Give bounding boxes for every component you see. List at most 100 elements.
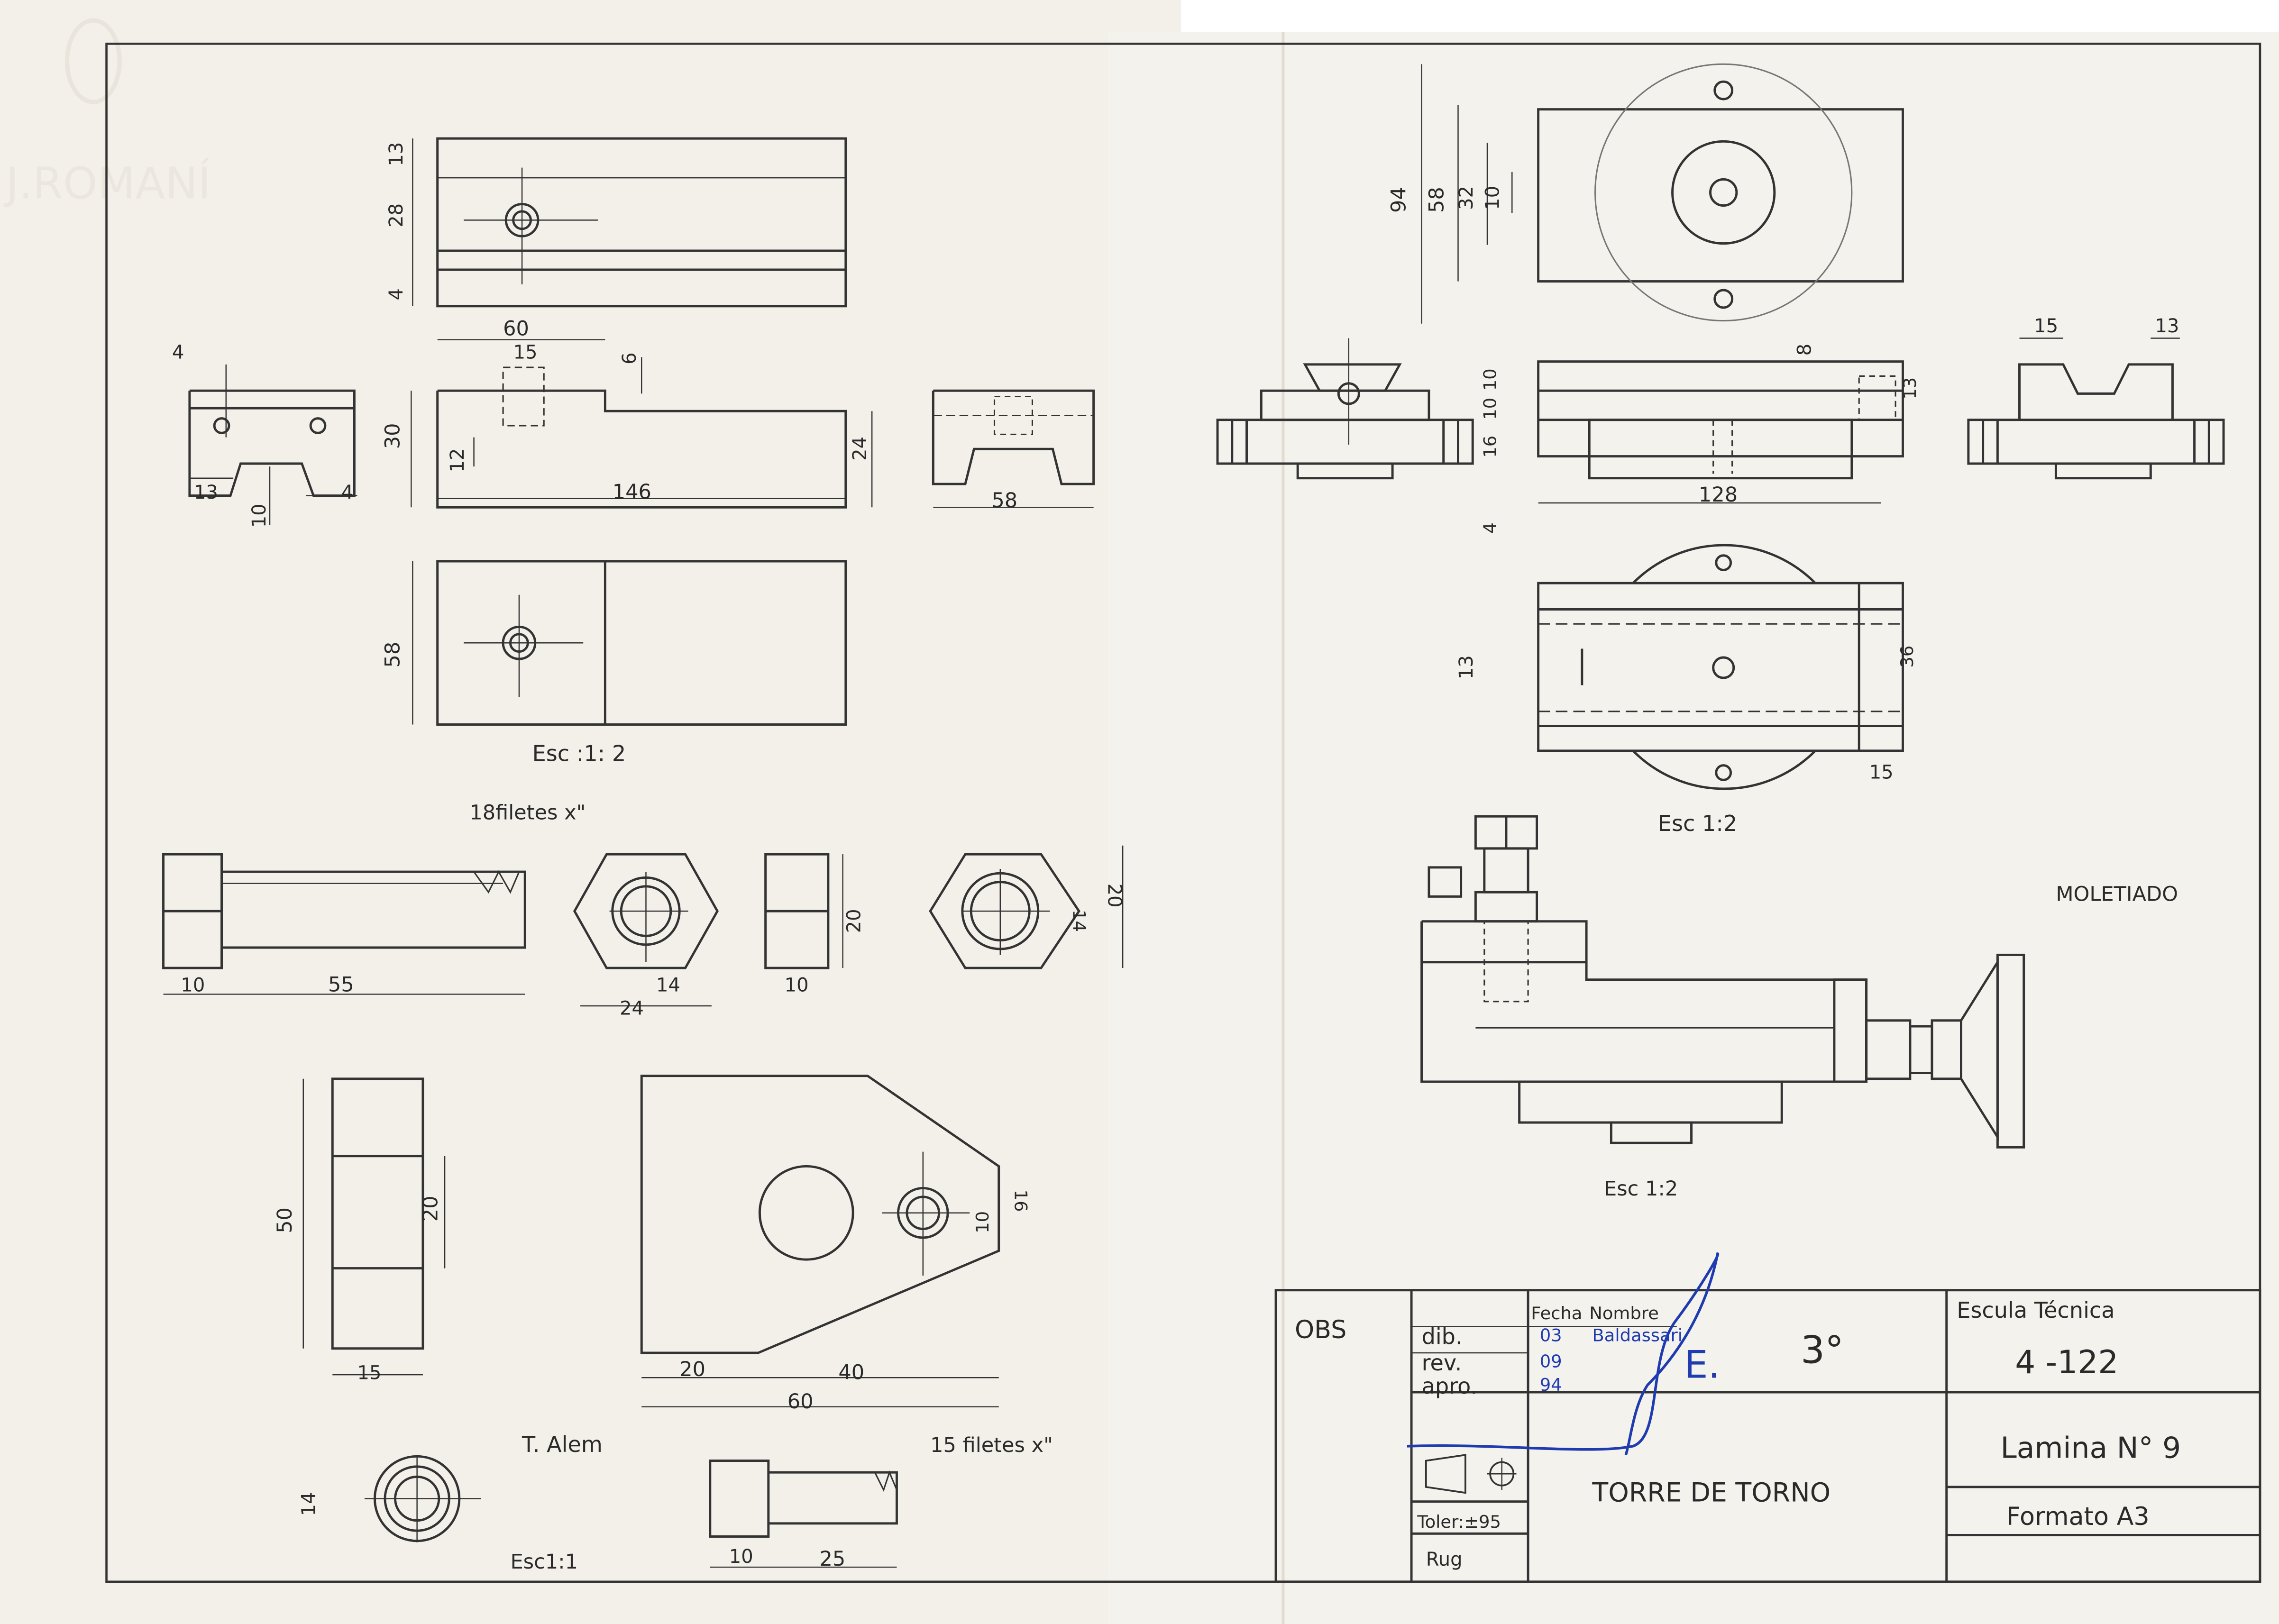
block-front-view	[411, 339, 873, 509]
dim-front-15: 15	[513, 342, 538, 364]
dim-top-28: 28	[385, 203, 407, 228]
dim-hex-24: 24	[620, 997, 644, 1019]
dim-nut-10: 10	[785, 974, 809, 996]
dim-turret-h10a: 10	[1480, 368, 1500, 391]
dim-hex-14: 14	[656, 974, 680, 996]
col-nombre: Nombre	[1589, 1303, 1659, 1323]
dim-turret-v13: 13	[2155, 315, 2179, 337]
dim-nut2-14: 14	[1069, 910, 1089, 932]
block-side-view	[188, 364, 357, 525]
dim-bolt-10: 10	[181, 974, 205, 996]
nut-side-view	[764, 853, 843, 969]
dim-turret-p13: 13	[1455, 655, 1477, 679]
sheet-number: Lamina N° 9	[2001, 1431, 2181, 1465]
turret-right-view	[1967, 338, 2225, 480]
dim-plate-b40: 40	[838, 1360, 864, 1384]
dim-turret-h10b: 10	[1480, 398, 1500, 420]
dim-plan-58: 58	[381, 642, 405, 668]
dim-screw-14: 14	[298, 1492, 320, 1516]
dim-turret-128: 128	[1699, 483, 1738, 507]
dim-nut2-20: 20	[1103, 884, 1125, 908]
dim-plate-b60: 60	[787, 1390, 814, 1414]
block-top-view	[412, 137, 847, 308]
dim-side-13: 13	[194, 482, 218, 503]
tolerance-note: Toler:±95	[1417, 1512, 1501, 1532]
dim-plate-20: 20	[419, 1195, 443, 1222]
dim-turret-h4: 4	[1480, 522, 1500, 533]
dim-plate-50: 50	[273, 1207, 297, 1233]
plate-front-view	[640, 1075, 1000, 1407]
dim-bolt-55: 55	[328, 973, 354, 996]
dim-turret-10: 10	[1482, 186, 1504, 210]
dim-front-60: 60	[503, 317, 529, 340]
assembly-view	[1420, 815, 2025, 1149]
dimension-labels-right: 94 58 32 10 8 10 10 16 4 13 128 15 13 13…	[1387, 186, 2179, 1201]
obs-label: OBS	[1295, 1315, 1346, 1344]
screw-thread-note: 15 filetes x"	[930, 1433, 1053, 1457]
turret-plan-view	[1537, 544, 1904, 790]
grade-mark: 3°	[1801, 1328, 1844, 1372]
signature	[1407, 1252, 1720, 1456]
dim-side-10: 10	[248, 503, 270, 528]
row-rev-fecha: 09	[1540, 1351, 1562, 1372]
dim-plate-hole16: 16	[1011, 1190, 1031, 1212]
dim-side-4b: 4	[341, 482, 353, 503]
dim-side-4: 4	[172, 342, 184, 364]
dim-screw-10: 10	[729, 1546, 753, 1568]
row-apro-label: apro.	[1422, 1373, 1478, 1399]
dim-front-6: 6	[619, 352, 641, 364]
bolt-view	[162, 853, 526, 995]
dim-turret-h16: 16	[1480, 436, 1500, 458]
school-name: Escula Técnica	[1957, 1297, 2114, 1323]
dim-front-146: 146	[613, 480, 651, 504]
dimension-labels-left: 13 28 4 60 15 6 30 12 146 24 4 13 10 4 5…	[172, 142, 1125, 1574]
knurl-label: MOLETIADO	[2056, 883, 2178, 906]
bolt-thread-note: 18filetes x"	[469, 801, 586, 824]
dim-turret-32: 32	[1455, 186, 1477, 210]
dim-turret-p36: 36	[1897, 646, 1917, 668]
row-apro-fecha: 94	[1540, 1375, 1562, 1395]
row-rev-label: rev.	[1422, 1350, 1462, 1376]
sheet-border	[105, 42, 2261, 1583]
dim-turret-94: 94	[1387, 187, 1411, 213]
block-end-view	[932, 389, 1095, 508]
dim-front-12: 12	[447, 448, 468, 473]
dim-turret-h13: 13	[1900, 377, 1920, 400]
nut2-hex-view	[929, 845, 1124, 969]
roughness-note: Rug	[1426, 1549, 1463, 1570]
dim-turret-p15: 15	[1869, 761, 1894, 783]
dim-top-13: 13	[385, 142, 407, 166]
dim-end-58: 58	[991, 489, 1017, 512]
turret-left-view	[1216, 338, 1474, 480]
dim-screw-25: 25	[819, 1547, 845, 1571]
paper-left	[0, 0, 1181, 1624]
dim-nut-20: 20	[843, 909, 865, 933]
scale-screw: Esc1:1	[510, 1550, 578, 1574]
nut-hex-view	[573, 853, 719, 1007]
plate-side-view	[302, 1077, 446, 1376]
dim-front-24: 24	[849, 437, 871, 461]
row-dib-nombre: Baldassari	[1592, 1325, 1683, 1345]
dim-plate-15: 15	[357, 1362, 382, 1384]
row-dib-fecha: 03	[1540, 1325, 1562, 1345]
dim-front-30: 30	[381, 423, 405, 449]
dim-turret-v15: 15	[2034, 315, 2058, 337]
dim-turret-8: 8	[1794, 344, 1816, 356]
signature-mark: E.	[1684, 1342, 1720, 1387]
scale-assembly: Esc 1:2	[1604, 1177, 1678, 1201]
sheet-format: Formato A3	[2006, 1502, 2150, 1531]
drawing-code: 4 -122	[2015, 1343, 2118, 1381]
screw-end-view	[364, 1455, 481, 1542]
scale-turret: Esc 1:2	[1658, 811, 1737, 836]
screw-side-view	[709, 1460, 898, 1568]
block-plan-view	[412, 560, 847, 726]
title-block-frame	[1274, 1289, 2261, 1583]
dim-turret-58: 58	[1425, 187, 1449, 213]
title-block-text: OBS Fecha Nombre dib. 03 Baldassari rev.…	[1295, 1297, 2181, 1570]
scale-block: Esc :1: 2	[532, 740, 626, 766]
dim-plate-b20: 20	[679, 1358, 705, 1381]
row-dib-label: dib.	[1422, 1324, 1463, 1350]
col-fecha: Fecha	[1531, 1303, 1582, 1323]
turret-top-view	[1421, 63, 1904, 324]
